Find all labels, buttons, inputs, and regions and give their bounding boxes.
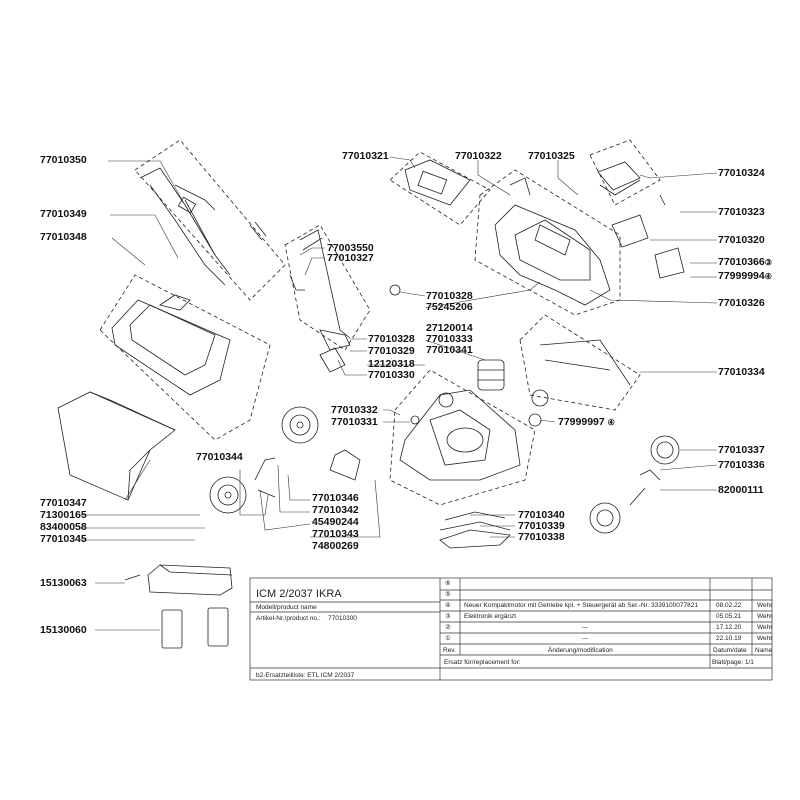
- part-label-77010326: 77010326: [718, 297, 765, 309]
- group-outlines: [99, 139, 661, 506]
- part-label-77010347: 77010347: [40, 497, 87, 509]
- part-label-77010329: 77010329: [368, 345, 415, 357]
- wheels-drawing: [209, 406, 680, 534]
- part-label-74800269: 74800269: [312, 540, 359, 552]
- revision-marker-4: ④: [607, 418, 615, 427]
- part-label-71300165: 71300165: [40, 509, 87, 521]
- model-label: Modell/product name: [256, 604, 317, 611]
- part-label-77010327: 77010327: [327, 252, 374, 264]
- part-label-77010328-lower: 77010328: [368, 333, 415, 345]
- part-label-82000111: 82000111: [718, 484, 764, 496]
- part-label-77010332: 77010332: [331, 404, 378, 416]
- part-label-27120014: 27120014: [426, 322, 473, 334]
- part-label-77010341: 77010341: [426, 344, 473, 356]
- revision-author: Wehr: [757, 602, 773, 609]
- part-label-77010344: 77010344: [196, 451, 243, 463]
- handle-drawing: [139, 167, 267, 286]
- part-label-77003550: 77003550: [327, 242, 374, 254]
- part-number-77010366: 77010366: [718, 256, 765, 268]
- revision-number: ③: [445, 613, 451, 620]
- revision-number: ④: [445, 602, 451, 609]
- part-label-77010336: 77010336: [718, 459, 765, 471]
- part-label-77010321: 77010321: [342, 150, 389, 162]
- part-label-15130063: 15130063: [40, 577, 87, 589]
- part-label-77010338: 77010338: [518, 531, 565, 543]
- part-label-12120318: 12120318: [368, 358, 415, 370]
- part-label-77010342: 77010342: [312, 504, 359, 516]
- part-label-77010366: 77010366③: [718, 256, 772, 269]
- revision-author: Wehr: [757, 613, 773, 620]
- part-label-77999994: 77999994④: [718, 270, 772, 283]
- part-label-77010350: 77010350: [40, 154, 87, 166]
- part-label-75245206: 75245206: [426, 301, 473, 313]
- revision-number: ①: [445, 635, 451, 642]
- revision-header-change: Änderung/modification: [548, 647, 613, 654]
- part-label-77010330: 77010330: [368, 369, 415, 381]
- part-label-77999997: 77999997 ④: [558, 416, 615, 429]
- part-label-77010346: 77010346: [312, 492, 359, 504]
- article-number: 77010300: [328, 615, 357, 622]
- housing-drawing: [494, 177, 611, 306]
- lower-handle-drawing: [289, 229, 401, 373]
- part-label-77010333: 77010333: [426, 333, 473, 345]
- revision-header-date: Datum/date: [713, 647, 747, 654]
- spare-parts-list: b2-Ersatzteilliste: ETL ICM 2/2037: [256, 672, 355, 679]
- revision-header-name: Name: [755, 647, 773, 654]
- revision-date: 08.02.22: [716, 602, 742, 609]
- part-label-77010337: 77010337: [718, 444, 765, 456]
- part-label-77010323: 77010323: [718, 206, 765, 218]
- title-block-frame: [249, 577, 773, 681]
- revision-author: Wehr: [757, 635, 773, 642]
- revision-description: Neuer Kompaktmotor mit Getriebe kpl. + S…: [464, 602, 698, 609]
- part-number-77999994: 77999994: [718, 270, 765, 282]
- battery-top-drawing: [597, 161, 685, 279]
- axles-drawing: [254, 449, 661, 549]
- charger-drawing: [124, 564, 233, 649]
- part-label-77010322: 77010322: [455, 150, 502, 162]
- revision-marker-4: ④: [764, 272, 772, 281]
- part-label-77010349: 77010349: [40, 208, 87, 220]
- revision-date: 22.10.19: [716, 635, 742, 642]
- part-label-77010334: 77010334: [718, 366, 765, 378]
- part-label-77010325: 77010325: [528, 150, 575, 162]
- part-label-77010324: 77010324: [718, 167, 765, 179]
- article-label: Artikel-Nr./product no.:: [256, 615, 321, 622]
- part-label-77010343: 77010343: [312, 528, 359, 540]
- revision-number: ②: [445, 624, 451, 631]
- motor-drawing: [477, 339, 631, 427]
- part-label-77010340: 77010340: [518, 509, 565, 521]
- sheet-number: Blatt/page: 1/1: [712, 659, 754, 666]
- part-label-77010328-upper: 77010328: [426, 290, 473, 302]
- revision-description: ---: [581, 635, 589, 642]
- part-label-77010339: 77010339: [518, 520, 565, 532]
- revision-description: ---: [581, 624, 589, 631]
- revision-header-rev: Rev.: [443, 647, 456, 654]
- part-label-77010345: 77010345: [40, 533, 87, 545]
- revision-number: ⑤: [445, 591, 451, 598]
- part-label-45490244: 45490244: [312, 516, 359, 528]
- leader-lines: [80, 156, 718, 631]
- replacement-label: Ersatz für/replacement for:: [444, 659, 521, 666]
- part-number-77999997: 77999997: [558, 416, 605, 428]
- part-label-83400058: 83400058: [40, 521, 87, 533]
- revision-date: 17.12.20: [716, 624, 742, 631]
- revision-number: ⑥: [445, 580, 451, 587]
- battery-cover-drawing: [404, 159, 471, 206]
- main-deck-drawing: [399, 389, 521, 481]
- revision-date: 05.05.21: [716, 613, 742, 620]
- revision-description: Elektronik ergänzt: [464, 613, 517, 620]
- part-label-15130060: 15130060: [40, 624, 87, 636]
- part-label-77010348: 77010348: [40, 231, 87, 243]
- part-label-77010320: 77010320: [718, 234, 765, 246]
- revision-marker-3: ③: [764, 258, 772, 267]
- drawing-title: ICM 2/2037 IKRA: [256, 588, 342, 600]
- grass-bag-drawing: [57, 391, 176, 501]
- revision-author: Wehr: [757, 624, 773, 631]
- part-label-77010331: 77010331: [331, 416, 378, 428]
- deck-cover-drawing: [111, 294, 231, 396]
